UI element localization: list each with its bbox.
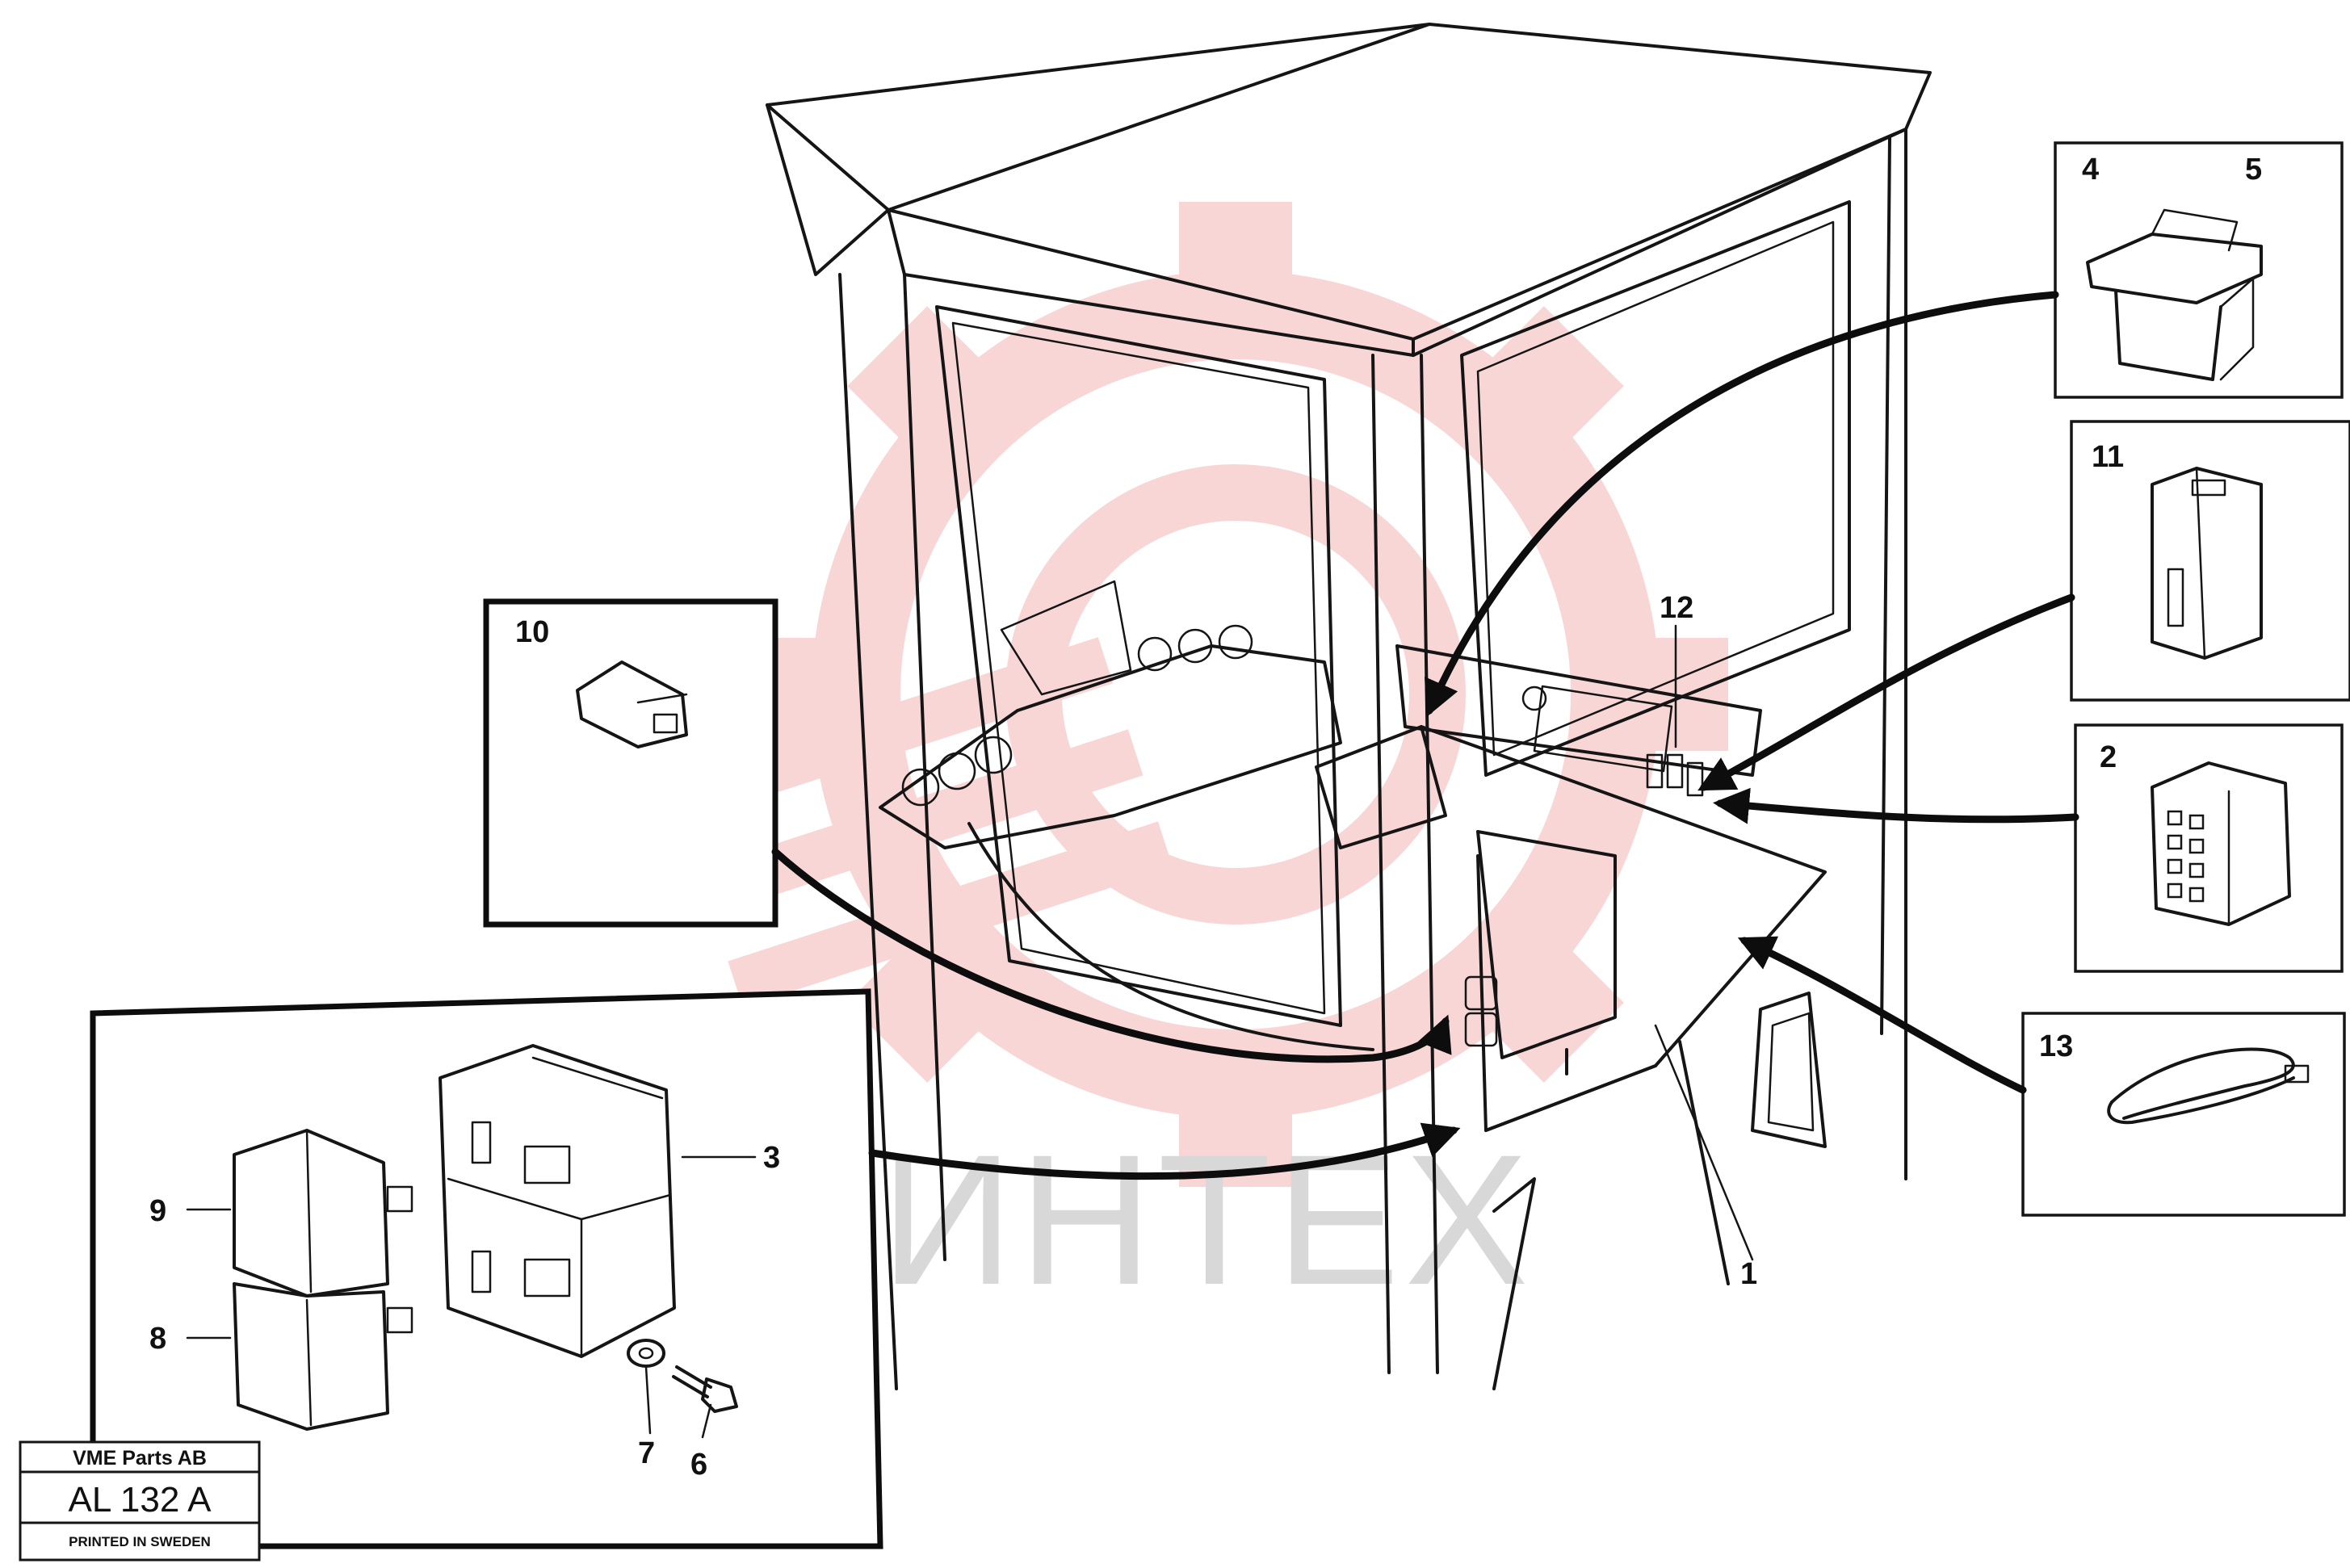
callout-4: 4 xyxy=(2082,153,2099,187)
callout-10: 10 xyxy=(515,615,549,649)
cable-tie-drawing xyxy=(2107,1047,2310,1125)
detail-box-2 xyxy=(2074,723,2344,973)
cab-drawing xyxy=(766,23,1932,1390)
relay-8-drawing xyxy=(233,1282,413,1431)
callout-9: 9 xyxy=(149,1194,166,1228)
callout-11: 11 xyxy=(2092,440,2124,474)
title-block-company: VME Parts AB xyxy=(73,1447,207,1469)
screw-6-drawing xyxy=(672,1365,738,1413)
callout-8: 8 xyxy=(149,1322,166,1356)
callout-13: 13 xyxy=(2039,1029,2073,1063)
connector-2-drawing xyxy=(2151,761,2291,926)
callout-2: 2 xyxy=(2100,740,2117,774)
callout-7: 7 xyxy=(638,1436,655,1470)
callout-1: 1 xyxy=(1740,1257,1757,1291)
detail-box-11 xyxy=(2070,420,2350,702)
detail-box-relays xyxy=(90,988,883,1549)
detail-box-10 xyxy=(483,598,778,928)
callout-6: 6 xyxy=(690,1448,707,1482)
detail-box-13 xyxy=(2021,1012,2346,1217)
callout-5: 5 xyxy=(2245,153,2262,187)
watermark-logo xyxy=(668,202,1728,1187)
relay-holder-3-drawing xyxy=(439,1044,676,1358)
leader-1 xyxy=(1654,1024,1754,1261)
rocker-switch-drawing xyxy=(2086,208,2263,381)
connector-11-drawing xyxy=(2151,467,2263,660)
title-block-code: AL 132 A xyxy=(69,1480,212,1520)
callout-3: 3 xyxy=(763,1141,780,1175)
connector-10-drawing xyxy=(576,660,688,748)
callout-arrows xyxy=(771,291,2079,1180)
relay-9-drawing xyxy=(233,1129,413,1298)
title-block: VME Parts AB AL 132 A PRINTED IN SWEDEN xyxy=(19,1440,261,1562)
detail-box-4-5 xyxy=(2054,141,2344,399)
callout-12: 12 xyxy=(1660,591,1693,625)
title-block-printed: PRINTED IN SWEDEN xyxy=(69,1534,211,1549)
